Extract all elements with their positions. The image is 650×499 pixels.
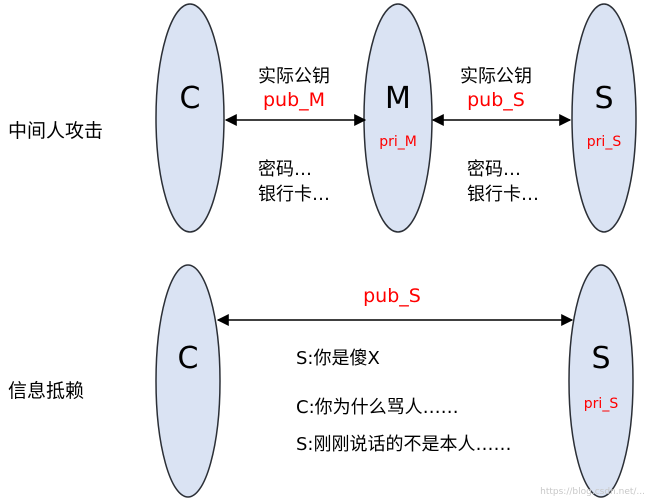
message-line: S:你是傻X: [296, 348, 380, 369]
node-c-label: C: [180, 81, 201, 116]
node-c-ellipse-bottom: [155, 264, 221, 498]
left-note-line1: 密码…: [258, 159, 312, 180]
node-c-label-bottom: C: [178, 341, 199, 376]
node-m-label: M: [385, 81, 411, 116]
right-note-line2: 银行卡…: [467, 184, 539, 205]
node-s-label: S: [594, 81, 613, 116]
node-s-private-key: pri_S: [587, 134, 622, 150]
bottom-row: 信息抵赖 C S pri_S pub_S S:你是傻X C:你为什么骂人…… S…: [8, 264, 634, 498]
node-s-label-bottom: S: [591, 341, 610, 376]
message-line: S:刚刚说话的不是本人……: [296, 434, 512, 455]
right-link-label: 实际公钥: [460, 66, 532, 87]
top-row-label: 中间人攻击: [8, 120, 103, 142]
node-m-ellipse: [363, 3, 433, 233]
right-note-line1: 密码…: [467, 159, 521, 180]
left-link-label: 实际公钥: [258, 66, 330, 87]
watermark: https://blog.csdn.net/...: [540, 487, 645, 497]
bottom-row-label: 信息抵赖: [8, 380, 84, 402]
node-s-ellipse: [571, 3, 637, 233]
bottom-link-key: pub_S: [363, 285, 421, 307]
right-link-key: pub_S: [467, 89, 525, 111]
top-row: 中间人攻击 C M pri_M S pri_S 实际公钥 pub_M 密码… 银…: [8, 3, 637, 233]
node-c-ellipse: [155, 3, 225, 233]
node-s-ellipse-bottom: [568, 264, 634, 498]
node-s-private-key-bottom: pri_S: [584, 396, 619, 412]
node-m-private-key: pri_M: [379, 134, 417, 150]
message-line: C:你为什么骂人……: [296, 397, 459, 418]
left-note-line2: 银行卡…: [258, 184, 330, 205]
left-link-key: pub_M: [263, 89, 325, 111]
